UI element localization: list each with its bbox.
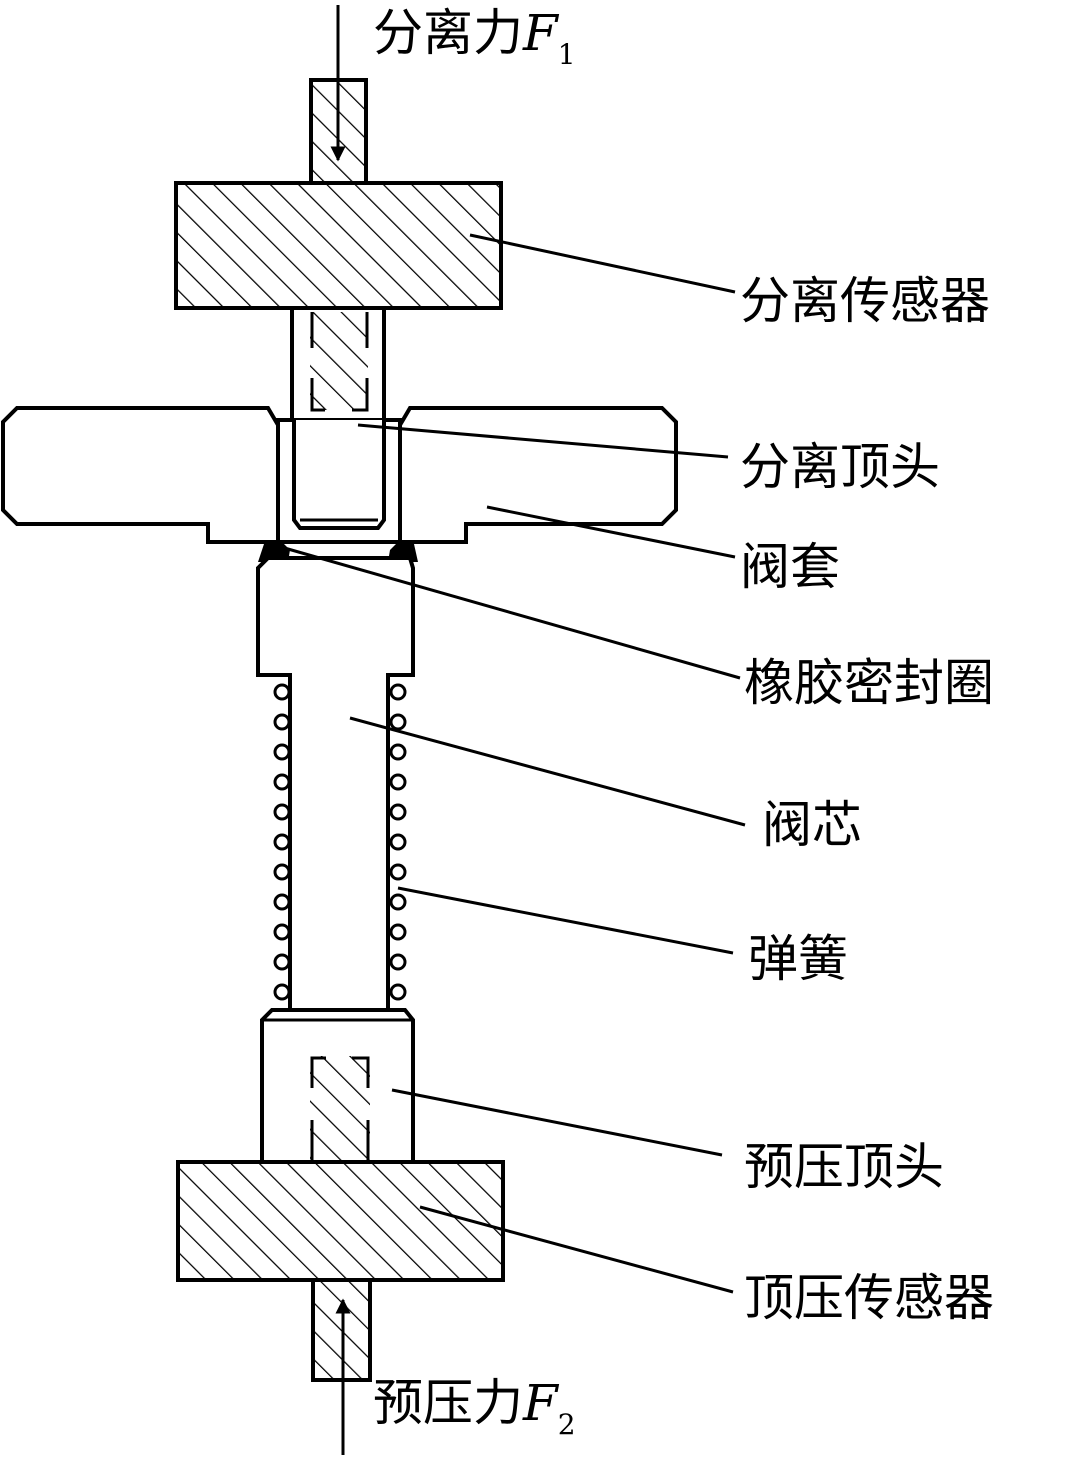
spring-coil — [389, 923, 407, 941]
spring-coil — [389, 713, 407, 731]
label-separation-ejector: 分离顶头 — [740, 438, 940, 496]
label-valve-core: 阀芯 — [762, 796, 862, 854]
spring-coil — [389, 803, 407, 821]
spring-coil — [389, 893, 407, 911]
label-valve-sleeve: 阀套 — [740, 538, 840, 596]
spring-coil — [273, 983, 291, 1001]
spring-coil — [389, 953, 407, 971]
leader-preload-sensor — [419, 1205, 734, 1294]
separation-ejector-core-outline — [310, 312, 369, 412]
preload-sensor — [176, 1160, 505, 1282]
spring-coil — [389, 743, 407, 761]
separation-force-label: 分离力F1 — [373, 4, 576, 71]
spring-coil — [389, 683, 407, 701]
spring-coil — [389, 863, 407, 881]
preload-ejector-core — [310, 1056, 370, 1160]
valve-core — [256, 556, 415, 1012]
spring-coil — [273, 863, 291, 881]
label-spring: 弹簧 — [748, 930, 848, 988]
spring — [273, 683, 407, 1001]
leader-valve-sleeve — [486, 505, 736, 559]
spring-coil — [273, 833, 291, 851]
spring-coil — [389, 773, 407, 791]
leader-spring — [397, 886, 734, 955]
leader-preload-ejector — [391, 1088, 723, 1157]
spring-coil — [273, 803, 291, 821]
spring-coil — [389, 833, 407, 851]
spring-coil — [273, 953, 291, 971]
spring-coil — [273, 773, 291, 791]
spring-coil — [389, 983, 407, 1001]
leader-rubber-seal — [273, 543, 741, 680]
spring-coil — [273, 923, 291, 941]
label-preload-ejector: 预压顶头 — [744, 1138, 944, 1196]
separation-ejector-core — [310, 312, 368, 410]
separation-sensor — [174, 181, 503, 310]
preload-force-label: 预压力F2 — [373, 1374, 576, 1441]
label-separation-sensor: 分离传感器 — [740, 272, 990, 330]
spring-coil — [273, 713, 291, 731]
label-preload-sensor: 顶压传感器 — [744, 1269, 994, 1327]
spring-coil — [273, 743, 291, 761]
spring-coil — [273, 683, 291, 701]
leader-separation-sensor — [469, 233, 736, 294]
preload-ejector-core-outline — [310, 1056, 370, 1160]
leader-separation-ejector — [357, 423, 729, 459]
ejector-head — [292, 420, 386, 530]
label-rubber-seal: 橡胶密封圈 — [744, 654, 994, 712]
leader-valve-core — [349, 716, 746, 827]
spring-coil — [273, 893, 291, 911]
